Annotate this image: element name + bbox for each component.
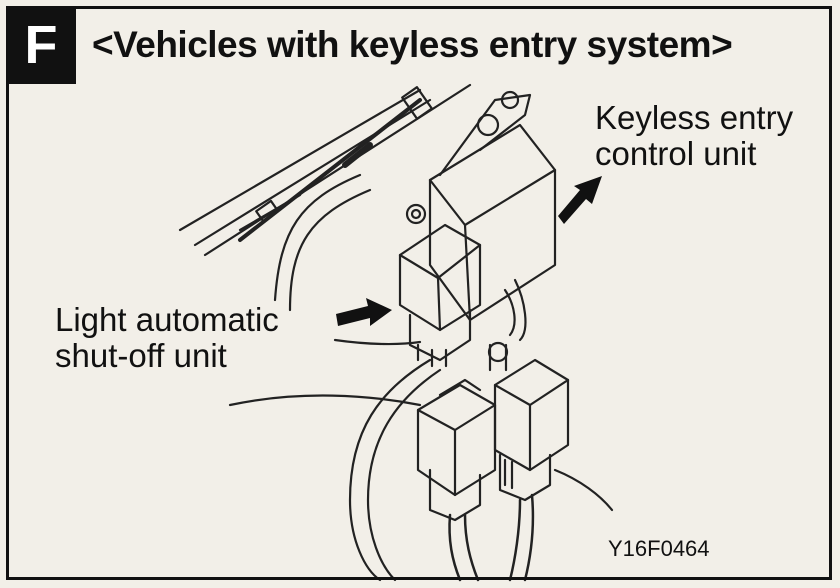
light-shutoff-label-line2: shut-off unit <box>55 337 227 374</box>
diagram-title: <Vehicles with keyless entry system> <box>92 24 733 65</box>
section-badge: F <box>6 6 76 84</box>
frame-border <box>6 6 832 580</box>
light-shutoff-label-line1: Light automatic <box>55 301 279 338</box>
connector-right <box>493 358 570 472</box>
panel-edge-line <box>178 88 422 232</box>
arrow-to-keyless-unit <box>558 176 602 224</box>
figure-code: Y16F0464 <box>608 536 710 561</box>
connector-left <box>416 383 497 497</box>
light-shutoff-label: Light automatic shut-off unit <box>55 302 279 374</box>
keyless-control-unit <box>428 123 557 322</box>
keyless-entry-label: Keyless entry control unit <box>595 100 793 172</box>
keyless-entry-label-line2: control unit <box>595 135 757 172</box>
keyless-entry-label-line1: Keyless entry <box>595 99 794 136</box>
light-shutoff-unit <box>398 223 482 332</box>
arrow-to-light-unit <box>336 298 392 326</box>
